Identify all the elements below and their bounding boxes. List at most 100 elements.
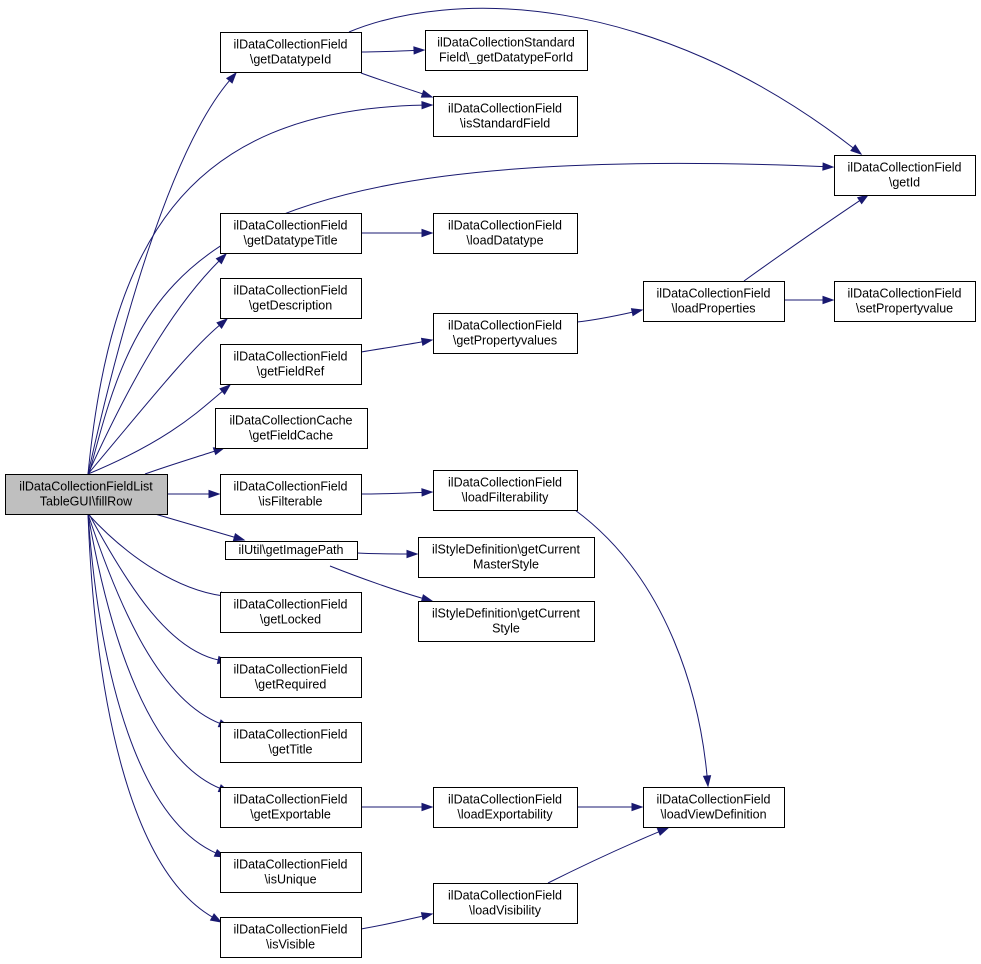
node-label-line: ilDataCollectionField	[448, 319, 562, 333]
node-getExportable[interactable]: ilDataCollectionField\getExportable	[220, 787, 362, 828]
node-fillRow[interactable]: ilDataCollectionFieldListTableGUI\fillRo…	[5, 474, 168, 515]
edge-line	[360, 49, 416, 53]
node-stdGetDatatypeForId[interactable]: ilDataCollectionStandardField\_getDataty…	[425, 30, 588, 71]
node-label-line: \loadDatatype	[466, 234, 543, 248]
arrowhead-icon	[420, 912, 434, 921]
edge-line	[87, 324, 221, 475]
node-label-line: \getDescription	[249, 299, 332, 313]
arrowhead-icon	[208, 489, 221, 499]
node-isUnique[interactable]: ilDataCollectionField\isUnique	[220, 852, 362, 893]
node-getTitle[interactable]: ilDataCollectionField\getTitle	[220, 722, 362, 763]
node-label-line: ilDataCollectionField	[448, 219, 562, 233]
edge-line	[87, 260, 220, 475]
edge-line	[348, 7, 855, 149]
edge-line	[360, 491, 424, 495]
node-getImagePath[interactable]: ilUtil\getImagePath	[225, 541, 358, 560]
node-loadFilterability[interactable]: ilDataCollectionField\loadFilterability	[433, 470, 578, 511]
node-loadProperties[interactable]: ilDataCollectionField\loadProperties	[643, 281, 785, 322]
node-loadDatatype[interactable]: ilDataCollectionField\loadDatatype	[433, 213, 578, 254]
edge-loadProperties-to-setPropertyvalue	[783, 295, 835, 305]
node-loadExportability[interactable]: ilDataCollectionField\loadExportability	[433, 787, 578, 828]
node-setPropertyvalue[interactable]: ilDataCollectionField\setPropertyvalue	[834, 281, 976, 322]
node-label-line: ilDataCollectionField	[448, 102, 562, 116]
edge-line	[144, 450, 216, 475]
node-getDescription[interactable]: ilDataCollectionField\getDescription	[220, 278, 362, 319]
node-loadViewDefinition[interactable]: ilDataCollectionField\loadViewDefinition	[643, 787, 785, 828]
node-label-line: \loadProperties	[671, 302, 755, 316]
node-label-line: ilDataCollectionField	[657, 793, 771, 807]
node-label-line: ilDataCollectionField	[848, 161, 962, 175]
arrowhead-icon	[420, 337, 434, 347]
node-getFieldCache[interactable]: ilDataCollectionCache\getFieldCache	[215, 408, 368, 449]
edge-line	[574, 509, 708, 778]
node-box	[225, 541, 358, 560]
edge-line	[87, 513, 217, 854]
node-loadVisibility[interactable]: ilDataCollectionField\loadVisibility	[433, 883, 578, 924]
node-label-line: ilDataCollectionField	[234, 219, 348, 233]
node-label-line: ilDataCollectionField	[448, 889, 562, 903]
node-label-line: ilDataCollectionField	[448, 793, 562, 807]
edge-line	[743, 199, 861, 282]
node-label-line: ilDataCollectionField	[848, 287, 962, 301]
edge-line	[87, 79, 231, 475]
node-box	[834, 155, 976, 196]
node-label-line: \getExportable	[250, 808, 331, 822]
node-label-line: \getPropertyvalues	[453, 334, 557, 348]
node-getDatatypeId[interactable]: ilDataCollectionField\getDatatypeId	[220, 32, 362, 73]
arrowhead-icon	[420, 89, 434, 98]
node-box	[433, 313, 578, 354]
node-box	[220, 787, 362, 828]
node-getFieldRef[interactable]: ilDataCollectionField\getFieldRef	[220, 344, 362, 385]
node-getLocked[interactable]: ilDataCollectionField\getLocked	[220, 592, 362, 633]
node-isStandardField[interactable]: ilDataCollectionField\isStandardField	[433, 96, 578, 137]
edge-fillRow-to-isVisible	[87, 513, 223, 923]
node-getRequired[interactable]: ilDataCollectionField\getRequired	[220, 657, 362, 698]
edge-line	[356, 552, 409, 555]
node-label-line: ilDataCollectionFieldList	[19, 480, 153, 494]
node-label-line: Field\_getDatatypeForId	[439, 51, 573, 65]
arrowhead-icon	[421, 101, 434, 110]
edge-loadFilterability-to-loadViewDefinition	[574, 509, 712, 788]
node-label-line: \getTitle	[268, 743, 312, 757]
node-label-line: \getId	[889, 176, 920, 190]
edge-line	[87, 513, 223, 597]
arrowhead-icon	[219, 384, 232, 395]
edge-loadExportability-to-loadViewDefinition	[577, 802, 644, 812]
edge-line	[360, 72, 424, 95]
node-label-line: ilDataCollectionField	[448, 476, 562, 490]
node-label-line: ilDataCollectionField	[234, 728, 348, 742]
arrowhead-icon	[630, 308, 644, 317]
node-isFilterable[interactable]: ilDataCollectionField\isFilterable	[220, 474, 362, 515]
node-getId[interactable]: ilDataCollectionField\getId	[834, 155, 976, 196]
edge-fillRow-to-getExportable	[87, 513, 231, 793]
edge-getFieldRef-to-getPropertyvalues	[360, 337, 434, 353]
node-isVisible[interactable]: ilDataCollectionField\isVisible	[220, 917, 362, 958]
node-label-line: \isVisible	[266, 938, 315, 952]
node-label-line: \loadVisibility	[469, 904, 542, 918]
edge-line	[87, 513, 221, 725]
node-box	[220, 213, 362, 254]
node-box	[425, 30, 588, 71]
node-getDatatypeTitle[interactable]: ilDataCollectionField\getDatatypeTitle	[220, 213, 362, 254]
arrowhead-icon	[215, 252, 228, 265]
node-box	[220, 278, 362, 319]
edge-getDatatypeTitle-to-loadDatatype	[361, 228, 434, 238]
arrowhead-icon	[702, 775, 712, 788]
node-getPropertyvalues[interactable]: ilDataCollectionField\getPropertyvalues	[433, 313, 578, 354]
arrowhead-icon	[856, 194, 870, 205]
edge-line	[87, 104, 424, 475]
arrowhead-icon	[850, 144, 863, 155]
node-label-line: ilDataCollectionField	[234, 38, 348, 52]
edge-line	[576, 311, 634, 323]
node-label-line: ilDataCollectionField	[234, 480, 348, 494]
edge-line	[329, 565, 424, 600]
edge-fillRow-to-getDatatypeTitle	[87, 252, 228, 475]
arrowhead-icon	[822, 295, 835, 305]
edge-fillRow-to-getLocked	[87, 513, 233, 600]
node-box	[433, 470, 578, 511]
node-label-line: \getDatatypeId	[250, 53, 331, 67]
node-box	[220, 32, 362, 73]
arrowhead-icon	[232, 533, 246, 542]
